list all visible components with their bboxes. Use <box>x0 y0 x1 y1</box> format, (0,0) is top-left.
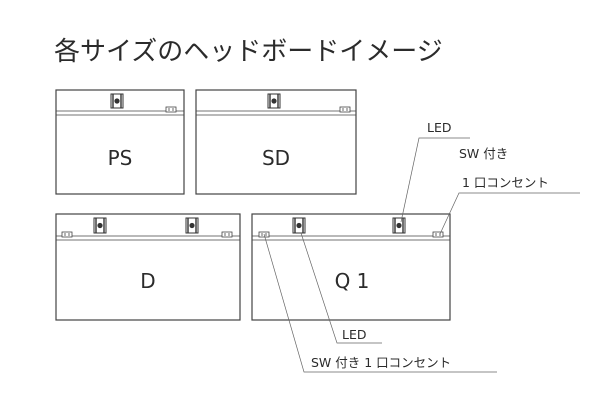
callout-led-top: LED <box>400 120 470 223</box>
panel-d-outline <box>55 213 241 321</box>
callout-sw-top: SW 付き <box>459 146 508 161</box>
panel-q1-led-left <box>292 217 306 234</box>
panel-ps: PS <box>55 89 185 195</box>
callout-outlet-top-label: 1 口コンセント <box>462 175 549 190</box>
panel-sd-outlet <box>339 106 351 113</box>
panel-ps-label: PS <box>108 146 133 170</box>
panel-q1-outlet-right <box>432 231 444 238</box>
panel-q1-label: Q 1 <box>335 269 370 293</box>
callout-led-top-label: LED <box>427 120 452 135</box>
callout-sw-outlet-bottom-label: SW 付き 1 口コンセント <box>311 355 451 370</box>
panel-sd-label: SD <box>262 146 290 170</box>
panel-d: D <box>55 213 241 321</box>
panel-ps-led <box>110 93 124 109</box>
callout-led-top-leader <box>400 137 470 223</box>
panel-d-label: D <box>140 269 155 293</box>
panel-q1-outline <box>251 213 451 321</box>
callout-led-bottom: LED <box>300 232 382 344</box>
callout-outlet-top-leader <box>439 192 580 235</box>
callout-outlet-top: 1 口コンセント <box>439 175 580 235</box>
panel-q1: Q 1 <box>251 213 451 321</box>
panel-d-outlet-right <box>221 231 233 238</box>
panel-d-led-left <box>93 217 107 234</box>
callout-led-bottom-leader <box>300 232 382 344</box>
callout-sw-top-label: SW 付き <box>459 146 508 161</box>
diagram-title: 各サイズのヘッドボードイメージ <box>54 37 443 67</box>
panel-d-led-right <box>185 217 199 234</box>
panel-sd: SD <box>195 89 357 195</box>
callout-sw-outlet-bottom: SW 付き 1 口コンセント <box>263 233 497 373</box>
panel-ps-outlet <box>165 106 177 113</box>
panel-d-outlet-left <box>61 231 73 238</box>
callout-led-bottom-label: LED <box>342 327 367 342</box>
panel-q1-led-right <box>392 217 406 234</box>
panel-sd-led <box>267 93 281 109</box>
callout-sw-outlet-bottom-leader <box>263 233 497 373</box>
